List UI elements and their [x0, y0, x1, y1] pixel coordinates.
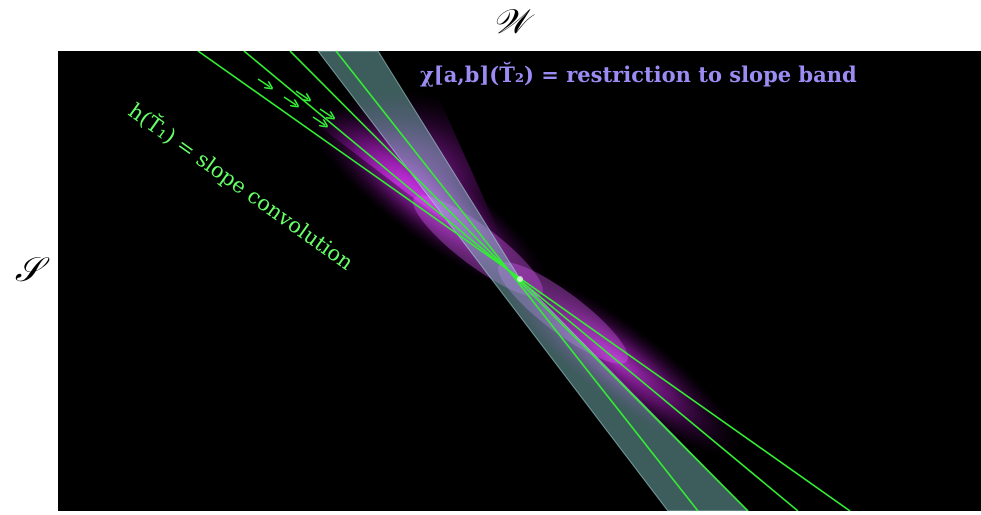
restriction-label: χ[a,b](T̆₂) = restriction to slope band [420, 62, 857, 87]
plot-area [58, 50, 981, 512]
arrow-4 [295, 90, 308, 99]
focal-point [517, 276, 523, 282]
convolution-line-1 [197, 50, 851, 512]
arrow-2 [283, 96, 296, 105]
restriction-math: χ[a,b](T̆₂) [420, 62, 534, 87]
arrow-3 [312, 116, 325, 125]
arrow-5 [319, 108, 332, 117]
arrow-1 [257, 78, 270, 87]
restriction-text: = restriction to slope band [533, 62, 857, 87]
y-axis-title: 𝒮 [14, 250, 42, 290]
convolution-lines [197, 50, 851, 512]
x-axis-title: 𝒲 [492, 2, 528, 42]
plot-canvas [197, 50, 851, 512]
convolution-line-4 [335, 50, 699, 512]
